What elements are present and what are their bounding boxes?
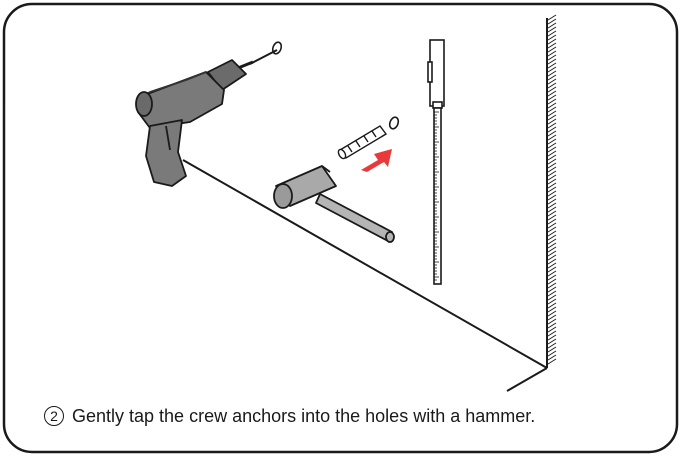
- floor-lines: [182, 159, 548, 392]
- drill-hole-1: [271, 41, 283, 55]
- step-caption: 2 Gently tap the crew anchors into the h…: [44, 401, 674, 431]
- step-number: 2: [44, 406, 64, 426]
- hammer-icon: [273, 165, 395, 243]
- drill-icon: [135, 49, 278, 187]
- tape-measure-icon: [427, 39, 445, 285]
- wall: [546, 14, 557, 368]
- wall-anchor-icon: [337, 125, 388, 160]
- direction-arrow-icon: [361, 149, 392, 172]
- drill-hole-2: [388, 116, 400, 130]
- step-instruction: Gently tap the crew anchors into the hol…: [72, 405, 536, 426]
